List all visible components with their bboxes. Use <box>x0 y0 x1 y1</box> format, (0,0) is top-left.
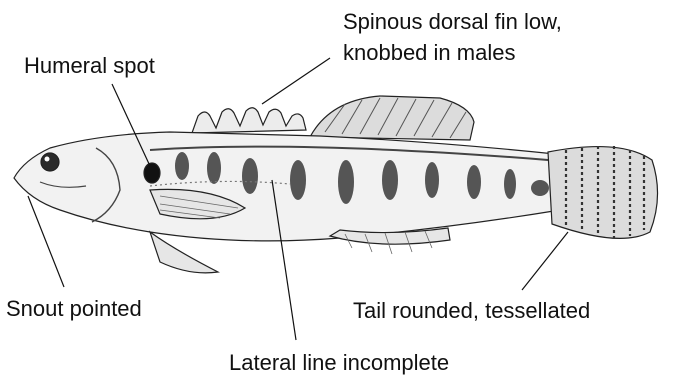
spinous-dorsal-fin <box>192 108 306 133</box>
humeral-spot <box>144 163 160 183</box>
label-snout: Snout pointed <box>6 296 142 322</box>
label-humeral-spot: Humeral spot <box>24 53 155 79</box>
leader-tail <box>522 232 568 290</box>
label-spinous-dorsal: Spinous dorsal fin low, knobbed in males <box>343 6 562 68</box>
label-lateral-line: Lateral line incomplete <box>229 350 449 376</box>
label-spinous-dorsal-line1: Spinous dorsal fin low, <box>343 6 562 37</box>
soft-dorsal-fin <box>310 96 474 140</box>
leader-dorsal <box>262 58 330 104</box>
fish-drawing <box>14 96 658 273</box>
caudal-fin <box>548 146 658 238</box>
eye <box>41 153 59 171</box>
label-spinous-dorsal-line2: knobbed in males <box>343 37 562 68</box>
label-tail: Tail rounded, tessellated <box>353 298 590 324</box>
